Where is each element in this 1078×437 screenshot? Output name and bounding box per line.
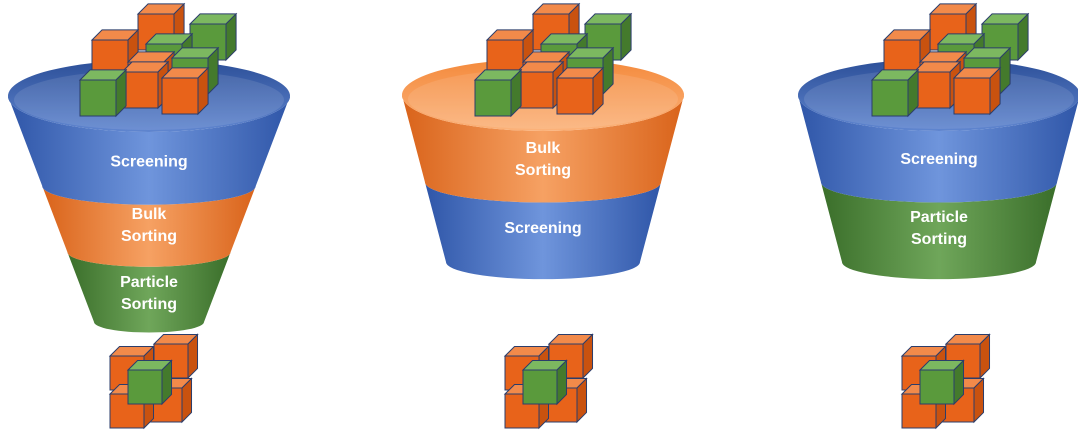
funnel-2-band-bulk [402,95,684,203]
funnel-1-bulk-label-line: Sorting [121,228,177,245]
output-cube [918,359,965,406]
funnel-2-band-screening [424,182,662,280]
funnel-3-band-screening [798,95,1078,203]
funnel-1-band-particle [67,252,231,333]
funnel-1-band-screening [8,96,290,205]
input-cubes-2 [473,2,633,118]
funnel-3-band-particle [820,182,1058,280]
input-cube [78,68,128,118]
funnel-3-particle-label-line: Particle [910,209,968,226]
funnel-1-particle-label-line: Sorting [121,296,177,313]
funnel-1-screening-label-line: Screening [110,153,187,170]
input-cube [912,60,962,110]
funnel-2-bulk-label-line: Sorting [515,162,571,179]
funnel-1-band-bulk [42,186,256,267]
output-cubes-2 [503,333,594,430]
output-cube [126,359,173,406]
output-cubes-1 [108,333,199,430]
output-cube [521,359,568,406]
input-cube [160,66,210,116]
input-cube [952,66,1002,116]
funnel-1-particle-label-line: Particle [120,274,178,291]
funnel-3-screening-label-line: Screening [900,151,977,168]
funnel-1-bulk-label-line: Bulk [132,206,167,223]
input-cube [870,68,920,118]
funnel-3-particle-label-line: Sorting [911,231,967,248]
funnel-2-screening-label-line: Screening [504,220,581,237]
input-cube [555,66,605,116]
input-cube [515,60,565,110]
input-cubes-3 [870,2,1030,118]
input-cube [473,68,523,118]
input-cubes-1 [78,2,238,118]
funnel-2-bulk-label-line: Bulk [526,140,561,157]
output-cubes-3 [900,333,991,430]
input-cube [120,60,170,110]
cubes-layer [78,2,1030,430]
